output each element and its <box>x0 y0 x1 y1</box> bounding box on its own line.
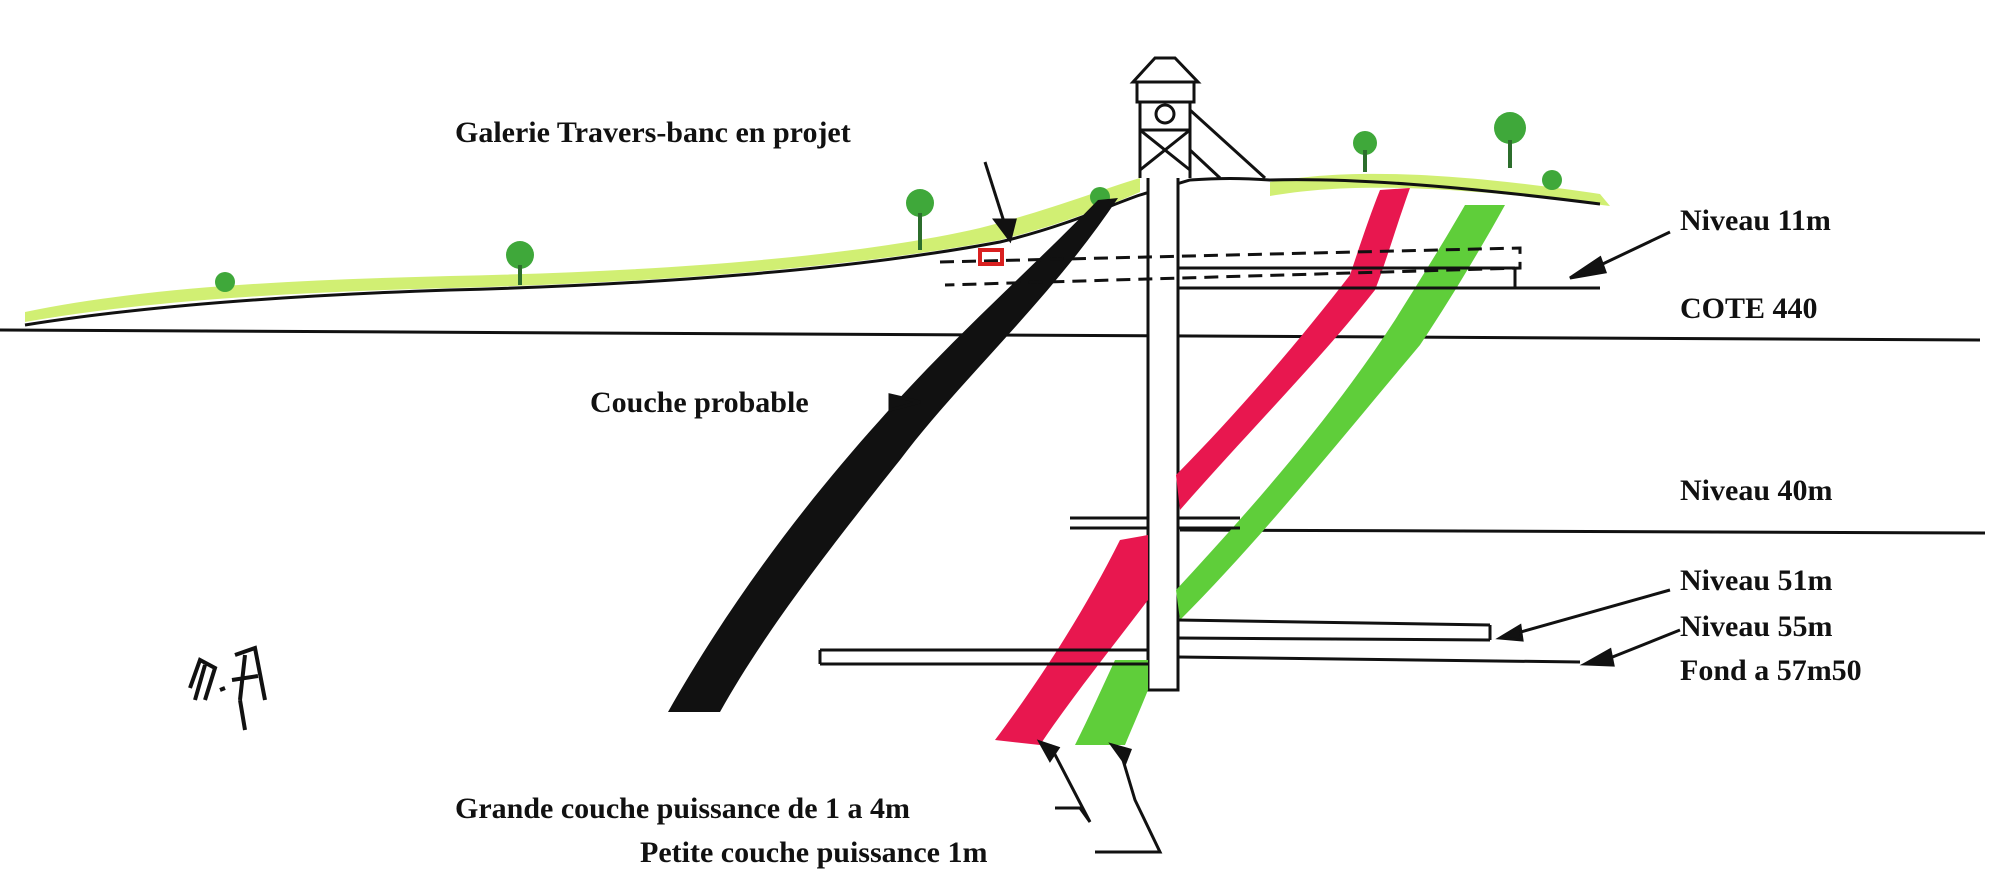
arrow-niveau-51 <box>1509 588 1671 637</box>
tree-icon <box>506 241 534 269</box>
arrowhead <box>992 218 1017 244</box>
label-cote-440: COTE 440 <box>1680 292 1818 325</box>
petite-couche-seam-lower <box>1075 660 1148 745</box>
galleries <box>818 246 1600 666</box>
niveau-40-line <box>1179 528 1986 535</box>
label-niveau-40: Niveau 40m <box>1680 474 1833 507</box>
mine-shaft <box>1146 178 1180 692</box>
headframe-stay <box>1188 108 1267 180</box>
tree-icon <box>1494 112 1526 144</box>
label-fond: Fond a 57m50 <box>1680 654 1862 687</box>
signature-stroke <box>188 657 226 701</box>
signature-mark <box>188 645 267 731</box>
galerie-marker <box>978 248 1004 266</box>
headframe-cabin <box>1135 80 1196 104</box>
arrow-fond <box>1604 628 1681 662</box>
headframe-pulley <box>1154 103 1176 125</box>
tree-trunks <box>518 140 1512 285</box>
headframe-stay <box>1188 148 1222 180</box>
arrowhead <box>1579 647 1615 667</box>
label-niveau-51: Niveau 51m <box>1680 564 1833 597</box>
label-grande-couche: Grande couche puissance de 1 a 4m <box>455 792 910 825</box>
gallery-niveau-51 <box>1177 618 1492 642</box>
arrowhead <box>1495 623 1524 642</box>
tree-icon <box>1353 131 1377 155</box>
gallery-niveau-40 <box>1070 516 1240 530</box>
arrowhead <box>1036 739 1061 763</box>
arrowhead <box>1108 742 1132 767</box>
signature-stroke <box>231 645 267 731</box>
headframe-roof <box>1129 56 1202 84</box>
arrow-couche-probable <box>888 393 921 412</box>
arrowhead <box>1569 255 1608 280</box>
tree-icon <box>215 272 235 292</box>
arrow-galerie <box>983 161 1007 226</box>
grande-couche-seam-upper <box>1176 188 1410 510</box>
couche-probable-seam <box>668 198 1118 712</box>
gallery-niveau-55 <box>818 648 1581 666</box>
annotations <box>888 161 1681 854</box>
leader-grande-couche <box>1048 744 1092 823</box>
galerie-projet-dashed <box>939 246 1522 287</box>
headframe-brace <box>1139 128 1191 172</box>
petite-couche-seam-upper <box>1176 205 1505 620</box>
tree-icon <box>1542 170 1562 190</box>
ground-surface-line <box>24 177 1601 327</box>
label-couche-probable: Couche probable <box>590 386 809 419</box>
gallery-niveau-11 <box>1178 266 1517 290</box>
label-niveau-55: Niveau 55m <box>1680 610 1833 643</box>
label-niveau-11: Niveau 11m <box>1680 204 1831 237</box>
grande-couche-seam-lower <box>995 535 1148 745</box>
leader-petite-couche <box>1095 749 1163 854</box>
headframe <box>1129 56 1267 180</box>
tree-icon <box>906 189 934 217</box>
label-galerie: Galerie Travers-banc en projet <box>455 116 851 149</box>
trees <box>215 112 1562 292</box>
label-petite-couche: Petite couche puissance 1m <box>640 836 987 869</box>
shaft-walls <box>1146 178 1180 692</box>
grass-strip <box>25 178 1140 322</box>
